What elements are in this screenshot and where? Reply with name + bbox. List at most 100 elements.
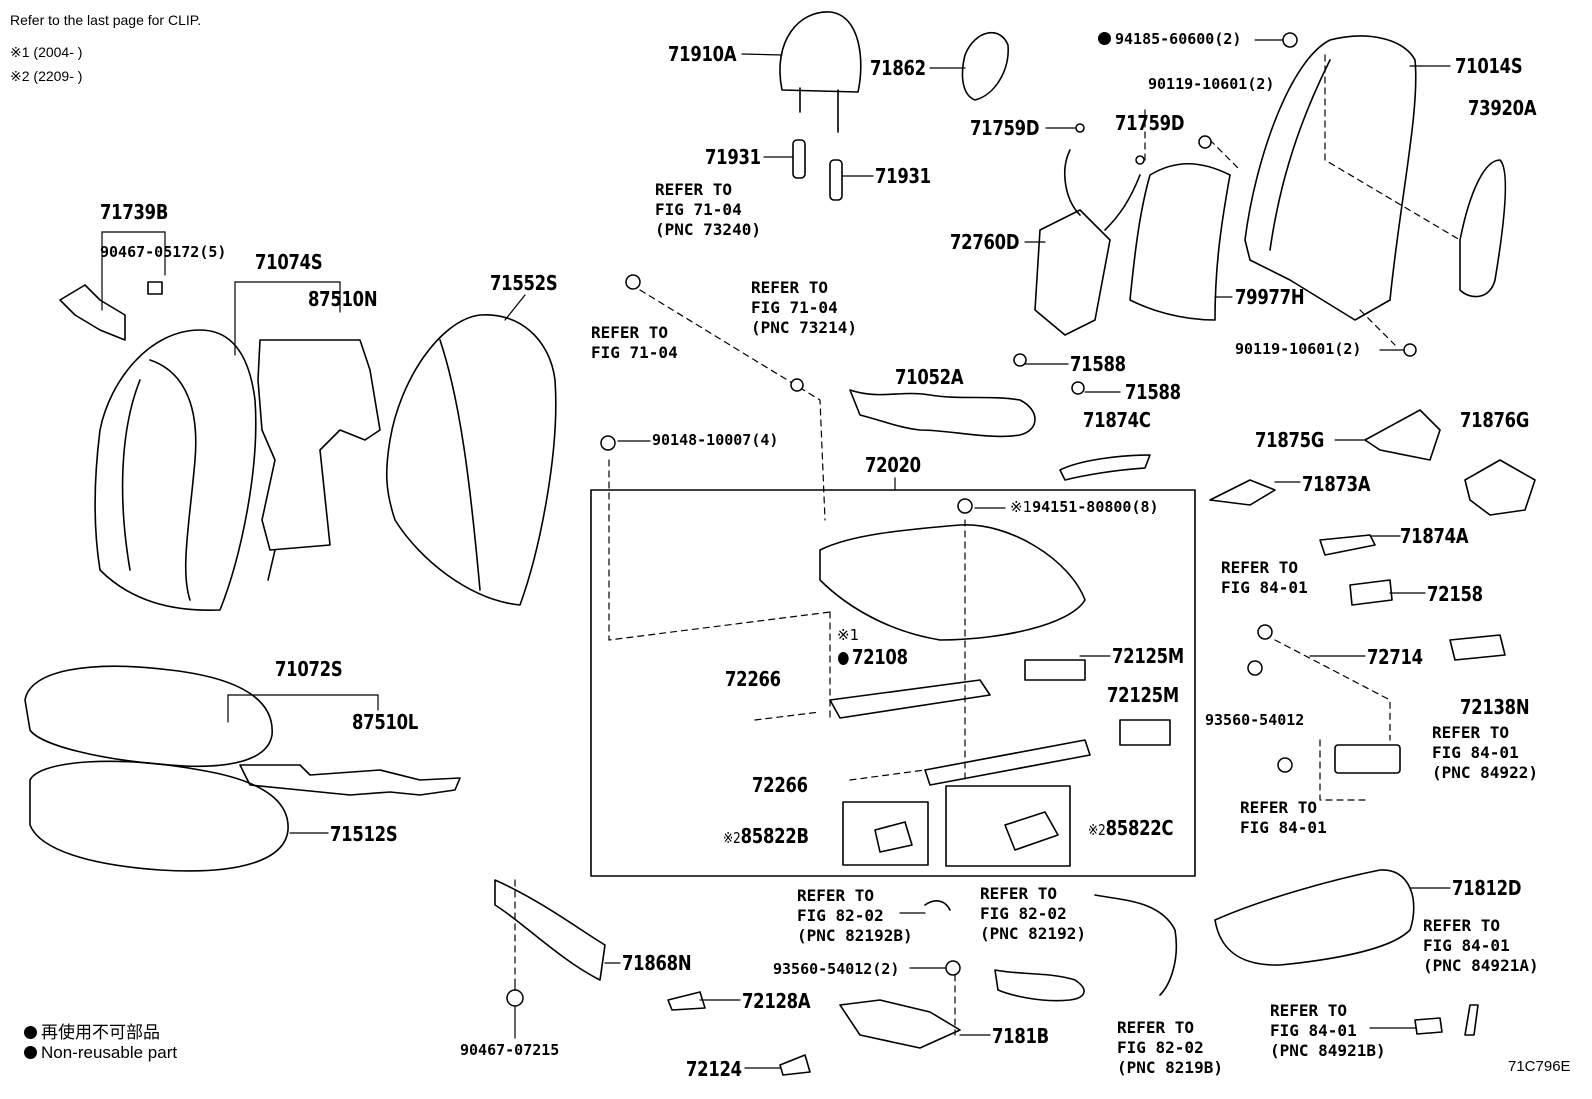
back-pad-79977H-drawing <box>1129 162 1231 321</box>
refer-fig-84-01-b[interactable]: REFER TO FIG 84-01 <box>1240 798 1327 837</box>
wire-82192-drawing <box>994 969 1085 1002</box>
knob-84921B-drawing <box>1414 1017 1443 1035</box>
part-72158[interactable]: 72158 <box>1427 582 1483 606</box>
cover-72124-drawing <box>779 1054 811 1076</box>
motor-85822C-drawing <box>1004 811 1059 851</box>
part-71072S[interactable]: 71072S <box>275 657 343 681</box>
part-71874C[interactable]: 71874C <box>1083 408 1151 432</box>
mark-2: ※2 <box>723 829 741 847</box>
part-87510N[interactable]: 87510N <box>308 287 378 311</box>
legend-jp-text: 再使用不可部品 <box>41 1023 160 1042</box>
refer-fig-71-04-pnc-73240[interactable]: REFER TO FIG 71-04 (PNC 73240) <box>655 180 761 239</box>
leader-lines <box>101 39 1451 1069</box>
part-72020[interactable]: 72020 <box>865 453 921 477</box>
refer-fig-82-02-pnc-82192[interactable]: REFER TO FIG 82-02 (PNC 82192) <box>980 884 1086 943</box>
headrest-drawing <box>779 11 862 133</box>
part-79977H[interactable]: 79977H <box>1235 285 1305 309</box>
part-72266-b[interactable]: 72266 <box>752 773 808 797</box>
switch-84922-drawing <box>1334 744 1401 774</box>
part-71588-a[interactable]: 71588 <box>1070 352 1126 376</box>
guide-71931-a <box>792 139 806 179</box>
part-93560-54012-2[interactable]: 93560-54012(2) <box>773 960 900 978</box>
guide-71931-b <box>829 159 843 201</box>
part-90467-05172[interactable]: 90467-05172(5) <box>100 243 227 261</box>
part-71910A[interactable]: 71910A <box>668 42 737 66</box>
part-71739B[interactable]: 71739B <box>100 200 169 224</box>
85822B-inset-box <box>842 801 929 866</box>
part-71552S[interactable]: 71552S <box>490 271 558 295</box>
part-71759D-a[interactable]: 71759D <box>970 116 1040 140</box>
part-72125M-a[interactable]: 72125M <box>1112 644 1184 668</box>
headrest-cover-drawing <box>961 31 1009 101</box>
part-71931-b[interactable]: 71931 <box>875 164 931 188</box>
mark-1b: ※1 <box>837 626 860 644</box>
part-87510L[interactable]: 87510L <box>352 710 419 734</box>
part-94151-label[interactable]: ※194151-80800(8) <box>1010 500 1159 515</box>
part-71876G[interactable]: 71876G <box>1460 408 1530 432</box>
part-71873A[interactable]: 71873A <box>1302 472 1371 496</box>
legend-en: Non-reusable part <box>24 1043 177 1063</box>
part-72760D[interactable]: 72760D <box>950 230 1020 254</box>
refer-fig-82-02-pnc-8219b[interactable]: REFER TO FIG 82-02 (PNC 8219B) <box>1117 1018 1223 1077</box>
part-90467-07215[interactable]: 90467-07215 <box>460 1041 560 1059</box>
seatback-frame-drawing <box>1244 35 1417 321</box>
fastener-dots <box>506 32 1417 1007</box>
mark-2: ※2 <box>1088 821 1106 839</box>
part-71868N[interactable]: 71868N <box>622 951 692 975</box>
shield-71868N-drawing <box>494 879 606 981</box>
refer-fig-71-04[interactable]: REFER TO FIG 71-04 <box>591 323 678 362</box>
part-71014S[interactable]: 71014S <box>1455 54 1523 78</box>
refer-fig-71-04-pnc-73214[interactable]: REFER TO FIG 71-04 (PNC 73214) <box>751 278 857 337</box>
side-airbag-drawing <box>1459 159 1507 298</box>
refer-fig-84-01-pnc-84921a[interactable]: REFER TO FIG 84-01 (PNC 84921A) <box>1423 916 1539 975</box>
knob-84921A-drawing <box>1464 1004 1479 1036</box>
part-7181B[interactable]: 7181B <box>992 1024 1049 1048</box>
part-72125M-b[interactable]: 72125M <box>1107 683 1179 707</box>
seat-frame-drawing <box>819 524 1091 786</box>
knob-72158-drawing <box>1349 579 1393 606</box>
motor-72125M-a-drawing <box>1024 659 1086 681</box>
refer-fig-82-02-pnc-82192b[interactable]: REFER TO FIG 82-02 (PNC 82192B) <box>797 886 913 945</box>
clip-71739B-drawing <box>59 284 126 341</box>
seat-track-group-box <box>590 489 1196 877</box>
part-72128A[interactable]: 72128A <box>742 989 811 1013</box>
part-72714[interactable]: 72714 <box>1367 645 1423 669</box>
part-90119-b[interactable]: 90119-10601(2) <box>1235 340 1362 358</box>
clip-note: Refer to the last page for CLIP. <box>10 12 202 28</box>
part-71512S[interactable]: 71512S <box>330 822 398 846</box>
part-71759D-b[interactable]: 71759D <box>1115 111 1185 135</box>
part-71874A[interactable]: 71874A <box>1400 524 1469 548</box>
lumbar-support-drawing <box>1034 209 1111 336</box>
cover-72128A-drawing <box>667 991 706 1011</box>
part-72138N[interactable]: 72138N <box>1460 695 1530 719</box>
mark-1: ※1 <box>1010 498 1033 516</box>
part-71812D[interactable]: 71812D <box>1452 876 1522 900</box>
part-72108-label[interactable]: 72108 <box>838 647 908 667</box>
part-71862[interactable]: 71862 <box>870 56 926 80</box>
figure-code: 71C796E <box>1508 1058 1571 1075</box>
part-85822B-label[interactable]: ※285822B <box>723 826 809 846</box>
part-71588-b[interactable]: 71588 <box>1125 380 1181 404</box>
part-94185-label[interactable]: 94185-60600(2) <box>1098 32 1241 47</box>
part-93560-54012[interactable]: 93560-54012 <box>1205 711 1305 729</box>
part-73920A[interactable]: 73920A <box>1468 96 1537 120</box>
part-71931-a[interactable]: 71931 <box>705 145 761 169</box>
refer-fig-84-01-pnc-84921b[interactable]: REFER TO FIG 84-01 (PNC 84921B) <box>1270 1001 1386 1060</box>
motor-85822B-drawing <box>874 821 913 853</box>
part-85822C-label[interactable]: ※285822C <box>1088 818 1174 839</box>
refer-fig-84-01-pnc-84922[interactable]: REFER TO FIG 84-01 (PNC 84922) <box>1432 723 1538 782</box>
seat-heater-drawing <box>239 764 461 796</box>
part-71074S[interactable]: 71074S <box>255 250 323 274</box>
part-90119-a[interactable]: 90119-10601(2) <box>1148 75 1275 93</box>
heater-wire <box>267 549 276 581</box>
part-71875G[interactable]: 71875G <box>1255 428 1325 452</box>
seat-cushion-drawing <box>24 665 289 872</box>
trim-71874C-drawing <box>1059 454 1151 481</box>
part-71052A[interactable]: 71052A <box>895 365 964 389</box>
part-72266-a[interactable]: 72266 <box>725 667 781 691</box>
part-72124[interactable]: 72124 <box>686 1057 742 1081</box>
refer-fig-84-01-a[interactable]: REFER TO FIG 84-01 <box>1221 558 1308 597</box>
part-90148[interactable]: 90148-10007(4) <box>652 431 779 449</box>
bracket-7181B-drawing <box>839 999 961 1049</box>
